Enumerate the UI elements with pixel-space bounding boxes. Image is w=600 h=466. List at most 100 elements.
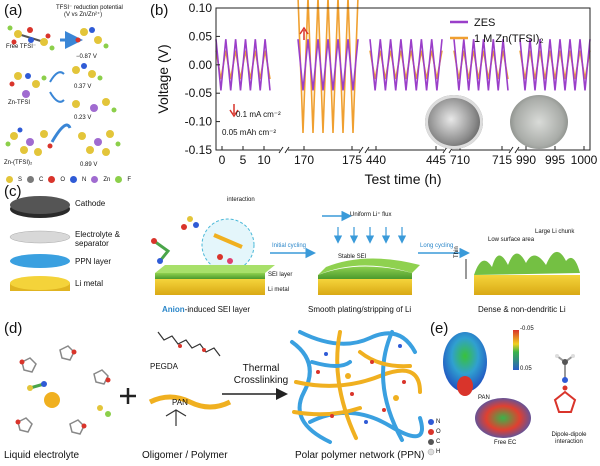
cap-smooth-plating: Smooth plating/stripping of Li (308, 305, 412, 314)
row4-name: Zn-(TFSI)₂ (4, 160, 33, 166)
x-tick-label: 175 (342, 153, 362, 167)
free-tfsi-reduced (75, 27, 109, 49)
sei-layer-label: SEI layer (268, 272, 293, 278)
x-tick-label: 710 (450, 153, 470, 167)
scale-bottom: 0.05 (520, 366, 532, 372)
row2-value: 0.37 V (74, 84, 92, 90)
uniform-flux-label: Uniform Li⁺ flux (350, 212, 392, 218)
series-line-zn-tfsi2 (519, 50, 591, 80)
series-line-zes (215, 39, 271, 91)
panel-d-schematic (15, 330, 424, 444)
legend-h-label: H (436, 449, 441, 455)
zn-tfsi-molecule (9, 72, 47, 98)
legend-n: N (82, 176, 87, 183)
axis-break (280, 148, 288, 152)
panel-c-schematic (9, 196, 580, 295)
panel-a-label: (a) (4, 2, 23, 19)
stack-cathode: Cathode (75, 199, 106, 208)
red-arrow-head (229, 109, 239, 118)
y-tick-label: -0.15 (185, 143, 213, 157)
axis-break-mark (364, 146, 370, 154)
liquid-electrolyte-molecules (15, 345, 111, 435)
esp-color-scale (513, 330, 519, 370)
stable-sei-label: Stable SEI (338, 254, 367, 260)
y-tick-label: -0.05 (185, 86, 213, 100)
row1-name: Free TFSI⁻ (6, 44, 37, 50)
x-tick-label: 1000 (571, 153, 598, 167)
panel-a-legend: S C O N Zn F (6, 176, 131, 183)
legend-f: F (127, 176, 132, 183)
x-tick-label: 170 (294, 153, 314, 167)
legend-zn: Zn (103, 176, 111, 183)
x-tick-label: 445 (426, 153, 446, 167)
plus-sign (120, 388, 136, 404)
legend-n-label: N (436, 419, 441, 425)
x-axis-label: Test time (h) (364, 171, 441, 187)
axis-break-mark (508, 146, 514, 154)
series-line-zes (453, 39, 509, 91)
plot-frame (215, 7, 591, 151)
x-tick-label: 440 (366, 153, 386, 167)
row4-value: 0.89 V (80, 162, 98, 168)
stack-li-metal: Li metal (75, 279, 104, 288)
pegda-label: PEGDA (150, 362, 179, 371)
legend-c-label: C (436, 439, 441, 445)
stack-electrolyte: Electrolyte & separator (75, 230, 120, 248)
legend-swatch (48, 176, 56, 183)
ec-esp-surface (475, 398, 531, 438)
cap-liquid-electrolyte: Liquid electrolyte (4, 450, 80, 461)
polymer-network (290, 330, 424, 444)
interaction-label: interaction (227, 197, 255, 203)
legend-swatch (27, 176, 35, 183)
series-line-zes (369, 39, 443, 91)
initial-cycling-label: Initial cycling (272, 243, 307, 249)
stack-ppn: PPN layer (75, 257, 112, 266)
legend-swatch (91, 176, 99, 183)
axis-break (444, 148, 452, 152)
panel-c-label: (c) (4, 183, 22, 200)
pan-label: PAN (172, 398, 188, 407)
panel-a-molecules (5, 25, 121, 156)
x-tick-label: 990 (516, 153, 536, 167)
series-line-zes (297, 39, 359, 91)
legend-s: S (18, 176, 23, 183)
annot-current: 0.1 mA cm⁻² (236, 110, 281, 119)
panel-d-label: (d) (4, 320, 23, 337)
series-line-zn-tfsi2 (297, 0, 359, 134)
cap-anion-sei: Anion-induced SEI layer (162, 305, 250, 314)
axis-break-mark (284, 146, 290, 154)
electrode-photo-zn-tfsi (510, 95, 568, 149)
cap-ppn: Polar polymer network (PPN) (295, 450, 425, 461)
x-tick-label: 0 (219, 153, 226, 167)
ppn-disc (10, 254, 70, 268)
row1-value: −0.87 V (76, 54, 97, 60)
zn-tfsi-products (72, 63, 117, 113)
y-tick-label: 0.10 (189, 1, 213, 15)
row3-value: 0.23 V (74, 115, 92, 121)
legend-o-label: O (436, 429, 441, 435)
dipole-label: Dipole-dipole interaction (551, 432, 587, 445)
axis-break-mark (358, 146, 364, 154)
zn-tfsi2-products (78, 130, 121, 156)
free-ec-label: Free EC (494, 440, 517, 446)
legend-label: 1 M Zn(TFSI)₂ (474, 33, 544, 45)
cap-dense-li: Dense & non-dendritic Li (478, 305, 566, 314)
panel-e-label: (e) (430, 320, 449, 337)
large-chunk-label: Large Li chunk (535, 229, 575, 235)
electrode-photo-zes (425, 95, 483, 149)
panel-a-subtitle: (V vs Zn/Zn²⁺) (64, 12, 103, 18)
x-tick-label: 715 (492, 153, 512, 167)
pan-strand (148, 394, 232, 410)
y-tick-label: 0.05 (189, 29, 213, 43)
y-axis-label: Voltage (V) (155, 44, 171, 113)
series-line-zn-tfsi2 (369, 50, 443, 80)
annot-capacity: 0.05 mAh cm⁻² (222, 128, 277, 137)
legend-swatch (70, 176, 78, 183)
panel-a-title: TFSI⁻ reduction potential (56, 5, 123, 11)
pan-structure (165, 409, 187, 426)
cap-oligomer-polymer: Oligomer / Polymer (142, 450, 228, 461)
cap-anion-rest: -induced SEI layer (184, 305, 251, 314)
separator-disc (9, 230, 71, 244)
y-tick-label: 0.00 (189, 58, 213, 72)
panel-e-schematic (427, 330, 577, 456)
